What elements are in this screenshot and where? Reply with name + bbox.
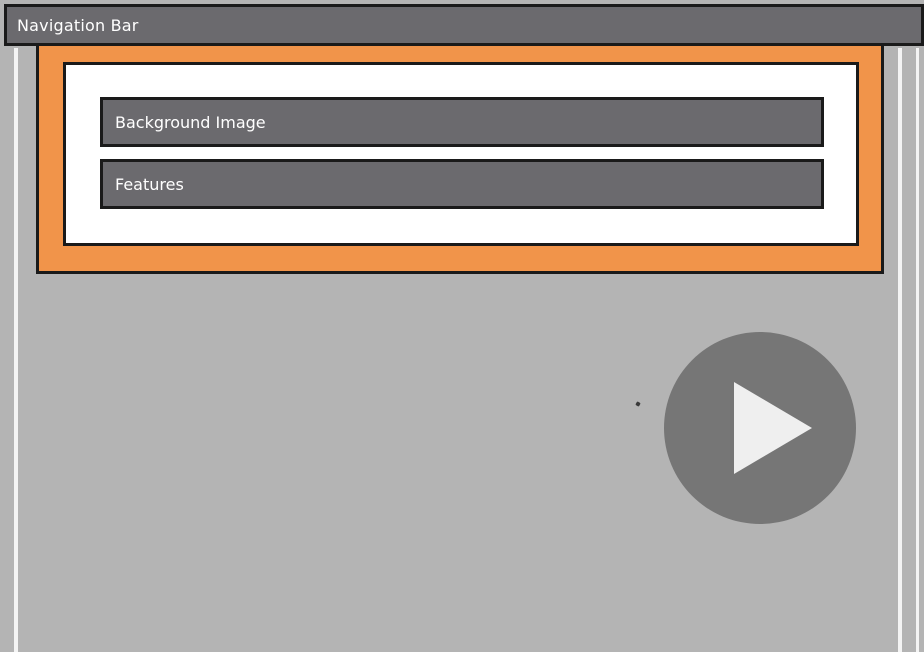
- hero-section: Background Image Features: [36, 46, 884, 274]
- hero-content-box: Background Image Features: [63, 62, 859, 246]
- background-image-label: Background Image: [115, 112, 266, 132]
- features-label: Features: [115, 174, 184, 194]
- features-block[interactable]: Features: [100, 159, 824, 209]
- play-icon: [734, 382, 812, 474]
- video-play-button[interactable]: [664, 332, 856, 524]
- left-guide-line: [14, 48, 18, 652]
- navigation-bar[interactable]: Navigation Bar: [4, 4, 924, 46]
- mouse-cursor: [635, 401, 641, 407]
- navigation-bar-label: Navigation Bar: [17, 15, 139, 35]
- right-edge-line: [916, 48, 919, 652]
- background-image-block[interactable]: Background Image: [100, 97, 824, 147]
- right-guide-line: [898, 48, 902, 652]
